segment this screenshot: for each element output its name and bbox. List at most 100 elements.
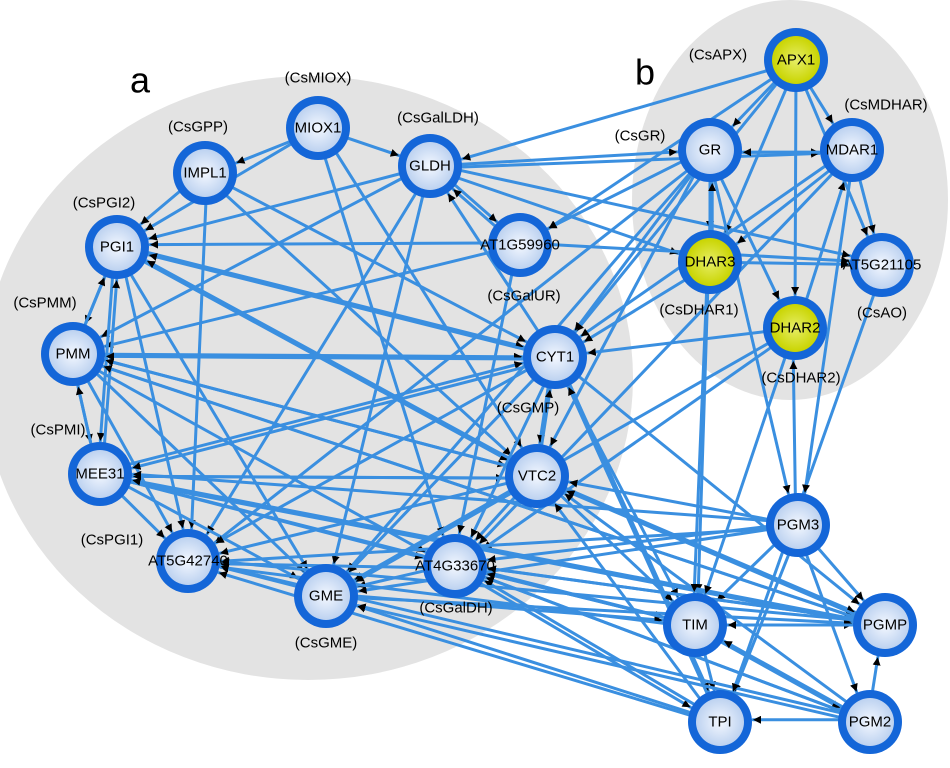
node-fill — [513, 452, 561, 500]
node-fill — [686, 126, 734, 174]
node-label: TPI — [708, 714, 731, 731]
edge-vtc2-to-at4g33670 — [474, 496, 516, 542]
node-at5g42740[interactable]: AT5G42740(CsPGI1) — [81, 529, 228, 593]
edge-pgm3-to-dhar2 — [789, 359, 798, 495]
edge-pgi1-to-cyt1 — [147, 251, 525, 349]
edge-impl1-to-pgi1 — [139, 190, 181, 226]
edge-dhar2-to-tim — [704, 356, 787, 596]
edge-pmm-to-at4g33670 — [98, 370, 427, 554]
edge-mdar1-to-at5g21105 — [858, 179, 876, 235]
edge-pgm3-to-at4g33670 — [486, 525, 768, 563]
node-fill — [93, 223, 141, 271]
node-label: MDAR1 — [826, 142, 879, 159]
edge-apx1-to-gldh — [460, 69, 768, 161]
node-fill — [771, 304, 819, 352]
node-label: PGMP — [863, 617, 907, 634]
node-tim[interactable]: TIM — [663, 593, 727, 657]
edge-at1g59960-to-pgi1 — [148, 240, 490, 249]
edge-cyt1-to-pgmp — [578, 375, 861, 606]
edge-pgm2-to-gme — [356, 603, 840, 719]
node-mdar1[interactable]: MDAR1 (CsMDHAR) — [820, 97, 928, 183]
edge-mdar1-to-pgm3 — [802, 180, 852, 495]
node-fill — [774, 501, 822, 549]
node-dhar2[interactable]: DHAR2(CsDHAR2) — [761, 296, 841, 387]
node-alias-label: (CsGalUR) — [487, 288, 560, 305]
edge-mee31-to-pmm — [75, 385, 93, 445]
edge-tpi-to-at4g33670 — [483, 579, 695, 706]
node-alias-label: (CsPGI2) — [73, 195, 136, 212]
node-gme[interactable]: GME(CsGME) — [294, 564, 358, 652]
node-fill — [181, 149, 229, 197]
node-at5g21105[interactable]: AT5G21105(CsAO) — [843, 233, 922, 322]
node-gr[interactable]: GR(CsGR) — [615, 118, 742, 182]
edge-cyt1-to-gme — [347, 378, 535, 574]
edge-mee31-to-at5g42740 — [121, 495, 166, 540]
node-dhar3[interactable]: DHAR3(CsDHAR1) — [659, 230, 742, 319]
edge-tim-to-pgm2 — [720, 640, 842, 710]
edge-pgm3-to-mee31 — [131, 470, 768, 522]
node-label: AT5G21105 — [843, 257, 922, 274]
edge-impl1-to-at5g42740 — [187, 203, 208, 530]
edge-mee31-to-gme — [127, 485, 300, 580]
edge-dhar3-to-cyt1 — [582, 279, 686, 344]
edge-miox1-to-gldh — [346, 136, 401, 157]
node-vtc2[interactable]: VTC2 (CsGMP) — [497, 400, 569, 509]
node-fill — [671, 601, 719, 649]
node-pgmp[interactable]: PGMP — [853, 593, 917, 657]
node-fill — [772, 36, 820, 84]
node-label: VTC2 — [518, 468, 556, 485]
node-label: PMM — [56, 346, 91, 363]
edge-pgm3-to-pgmp — [817, 547, 865, 602]
edge-impl1-to-cyt1 — [231, 186, 528, 344]
node-at4g33670[interactable]: AT4G33670(CsGalDH) — [415, 534, 495, 617]
node-fill — [531, 333, 579, 381]
edge-pgmp-to-pmm — [102, 365, 856, 619]
edge-dhar2-to-mdar1 — [805, 180, 846, 300]
edge-cyt1-to-gldh — [446, 192, 539, 332]
node-alias-label: (CsGMP) — [497, 400, 560, 417]
node-miox1[interactable]: MIOX1(CsMIOX) — [285, 70, 352, 161]
node-cyt1[interactable]: CYT1 — [523, 325, 587, 389]
node-impl1[interactable]: IMPL1(CsGPP) — [168, 119, 237, 206]
edge-at1g59960-to-at4g33670 — [457, 274, 513, 535]
node-fill — [686, 238, 734, 286]
edge-gldh-to-pgi1 — [147, 172, 401, 241]
edge-pgm2-to-tim — [722, 639, 844, 708]
edge-pgm2-to-at4g33670 — [484, 576, 842, 713]
node-gldh[interactable]: GLDH(CsGalLDH) — [397, 110, 479, 199]
node-fill — [861, 601, 909, 649]
edge-gme-to-pgmp — [356, 596, 854, 627]
node-apx1[interactable]: APX1(CsAPX) — [689, 28, 828, 92]
edge-pgmp-to-vtc2 — [565, 489, 857, 616]
node-at1g59960[interactable]: AT1G59960(CsGalUR) — [480, 213, 561, 305]
edge-vtc2-to-mee31 — [131, 472, 507, 481]
node-label: PGM3 — [777, 517, 820, 534]
node-pgm2[interactable]: PGM2 — [838, 690, 902, 754]
node-label: GLDH — [409, 158, 451, 175]
node-label: IMPL1 — [183, 165, 226, 182]
node-pgm3[interactable]: PGM3 — [766, 493, 830, 557]
node-alias-label: (CsMDHAR) — [844, 97, 927, 114]
edge-apx1-to-dhar2 — [791, 90, 800, 297]
edge-vtc2-to-tim — [560, 494, 674, 603]
edge-dhar2-to-cyt1 — [586, 330, 765, 357]
edge-pmm-to-gme — [96, 373, 306, 574]
node-label: DHAR2 — [770, 320, 821, 337]
node-label: GR — [699, 142, 722, 159]
node-fill — [302, 572, 350, 620]
edge-pgm3-to-tim — [715, 544, 775, 602]
node-label: DHAR3 — [685, 254, 736, 271]
node-fill — [49, 330, 97, 378]
edge-tim-to-at5g42740 — [219, 564, 665, 625]
node-label: PGI1 — [100, 239, 134, 256]
node-tpi[interactable]: TPI — [688, 690, 752, 754]
node-pmm[interactable]: PMM(CsPMM) — [13, 295, 105, 387]
node-pgi1[interactable]: PGI1 (CsPGI2) — [73, 195, 149, 280]
edge-tpi-to-gme — [355, 604, 691, 714]
node-mee31[interactable]: MEE31(CsPMI) — [31, 422, 133, 507]
edge-at1g59960-to-pmm — [103, 251, 491, 349]
edge-dhar3-to-tim — [690, 292, 708, 594]
node-alias-label: (CsMIOX) — [285, 70, 352, 87]
edge-gr-to-pgm3 — [713, 180, 791, 495]
edge-gr-to-gme — [346, 172, 691, 573]
